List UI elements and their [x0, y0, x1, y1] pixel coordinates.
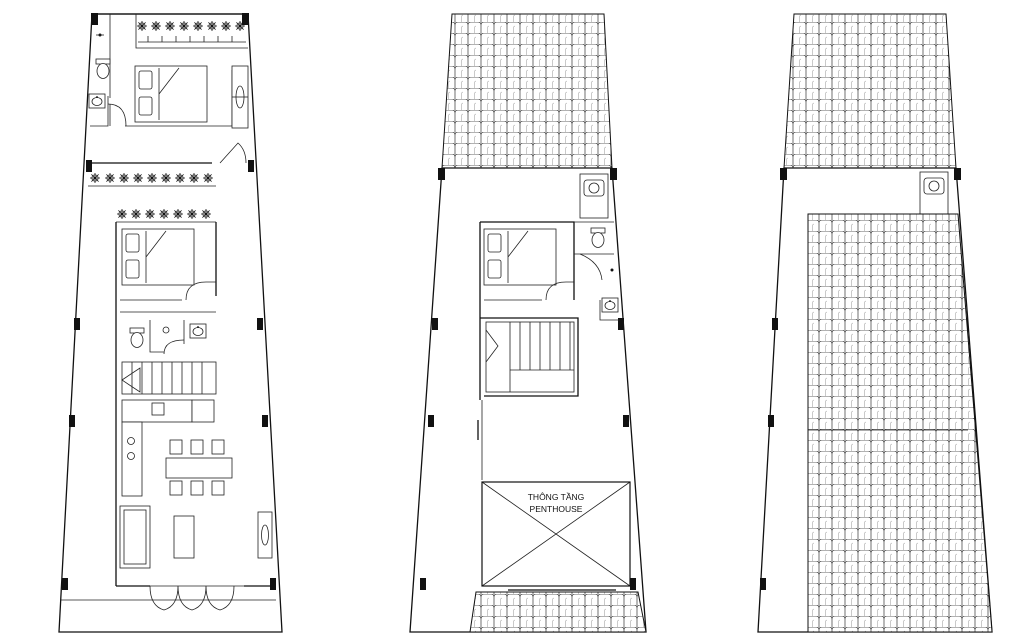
penthouse-plan-panel: THÔNG TẦNG PENTHOUSE	[409, 13, 647, 633]
void-label-line1: THÔNG TẦNG	[528, 492, 585, 502]
void-label-line2: PENTHOUSE	[530, 504, 583, 514]
floor-plan-panel	[58, 13, 283, 633]
roof-plan-panel	[757, 13, 993, 633]
